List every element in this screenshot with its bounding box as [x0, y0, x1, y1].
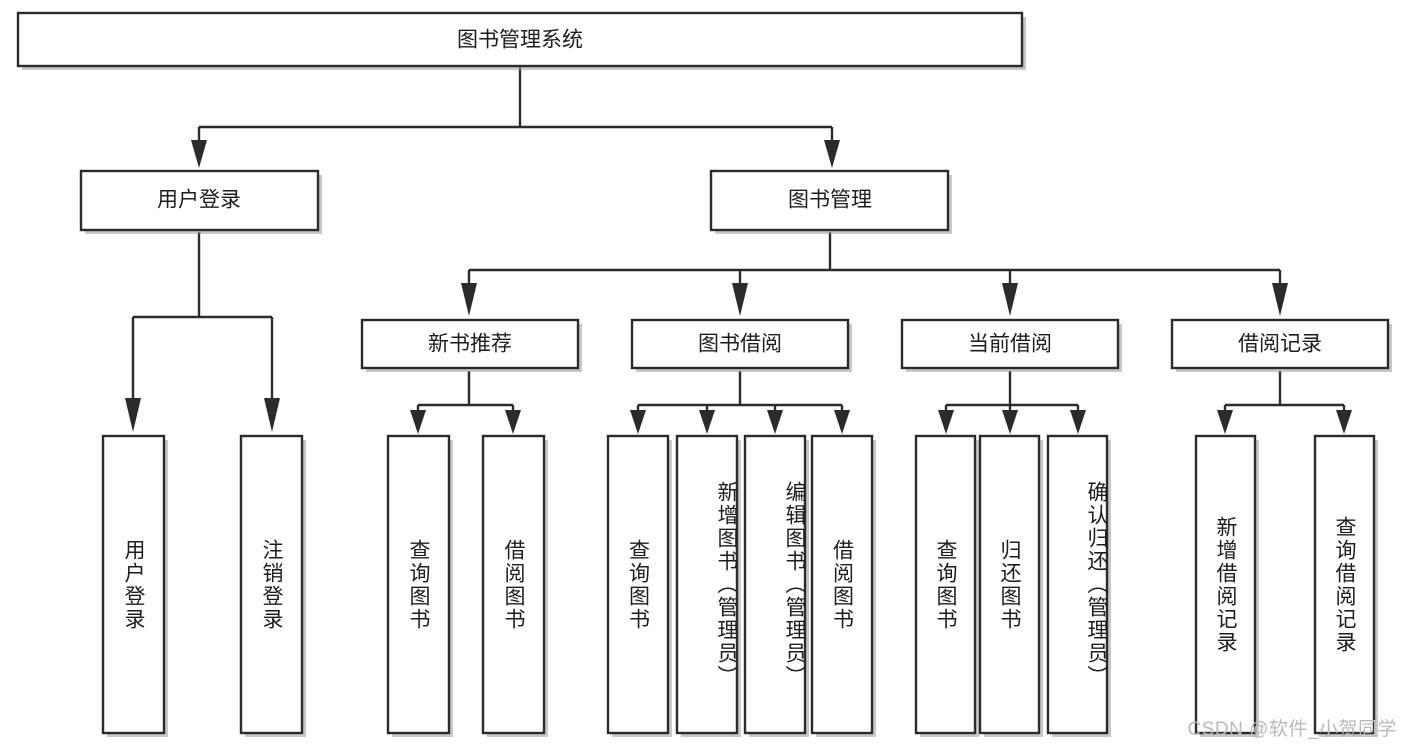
connector-newbook-to-leaves — [410, 371, 521, 434]
node-leaf-confirm-return[interactable] — [1046, 434, 1111, 737]
node-root-label: 图书管理系统 — [457, 29, 583, 52]
node-leaf-edit-book[interactable] — [743, 434, 809, 737]
nodes-layer: 图书管理系统 用户登录 图书管理 新书推荐 — [16, 11, 1392, 737]
connector-root-to-level2 — [191, 66, 840, 168]
node-leaf-query-book-3[interactable] — [914, 434, 979, 737]
csdn-watermark: CSDN @软件_小贺同学 — [1187, 719, 1397, 740]
node-leaf-borrow-book-2[interactable] — [810, 434, 876, 737]
leaf-boxes-layer — [101, 434, 1378, 737]
connector-bookborrow-to-leaves — [630, 371, 850, 434]
node-leaf-return-book[interactable] — [978, 434, 1043, 737]
node-new-book-rec[interactable]: 新书推荐 — [360, 318, 582, 372]
node-current-borrow[interactable]: 当前借阅 — [900, 318, 1122, 372]
node-book-borrow[interactable]: 图书借阅 — [630, 318, 852, 372]
node-leaf-query-record[interactable] — [1313, 434, 1378, 737]
connector-borrowrecord-to-leaves — [1217, 371, 1352, 434]
node-leaf-query-book-2[interactable] — [606, 434, 672, 737]
node-root[interactable]: 图书管理系统 — [16, 11, 1026, 70]
connector-currentborrow-to-leaves — [938, 371, 1086, 434]
node-leaf-query-book-1[interactable] — [386, 434, 453, 737]
node-borrow-record[interactable]: 借阅记录 — [1170, 318, 1392, 372]
node-leaf-borrow-book-1[interactable] — [481, 434, 548, 737]
connector-bookmanage-to-level3 — [461, 232, 1288, 316]
node-book-borrow-label: 图书借阅 — [698, 333, 782, 356]
node-leaf-add-record[interactable] — [1194, 434, 1259, 737]
connectors-layer — [125, 66, 1352, 434]
node-user-login-label: 用户登录 — [157, 189, 241, 212]
node-book-manage-label: 图书管理 — [788, 189, 872, 212]
node-user-login[interactable]: 用户登录 — [79, 169, 322, 234]
node-new-book-rec-label: 新书推荐 — [428, 333, 512, 356]
connector-userlogin-to-leaves — [125, 232, 280, 432]
node-current-borrow-label: 当前借阅 — [968, 333, 1052, 356]
node-leaf-user-login[interactable] — [101, 434, 168, 737]
node-leaf-add-book[interactable] — [675, 434, 741, 737]
node-leaf-logout[interactable] — [239, 434, 306, 737]
node-book-manage[interactable]: 图书管理 — [709, 169, 952, 234]
node-borrow-record-label: 借阅记录 — [1238, 333, 1322, 356]
